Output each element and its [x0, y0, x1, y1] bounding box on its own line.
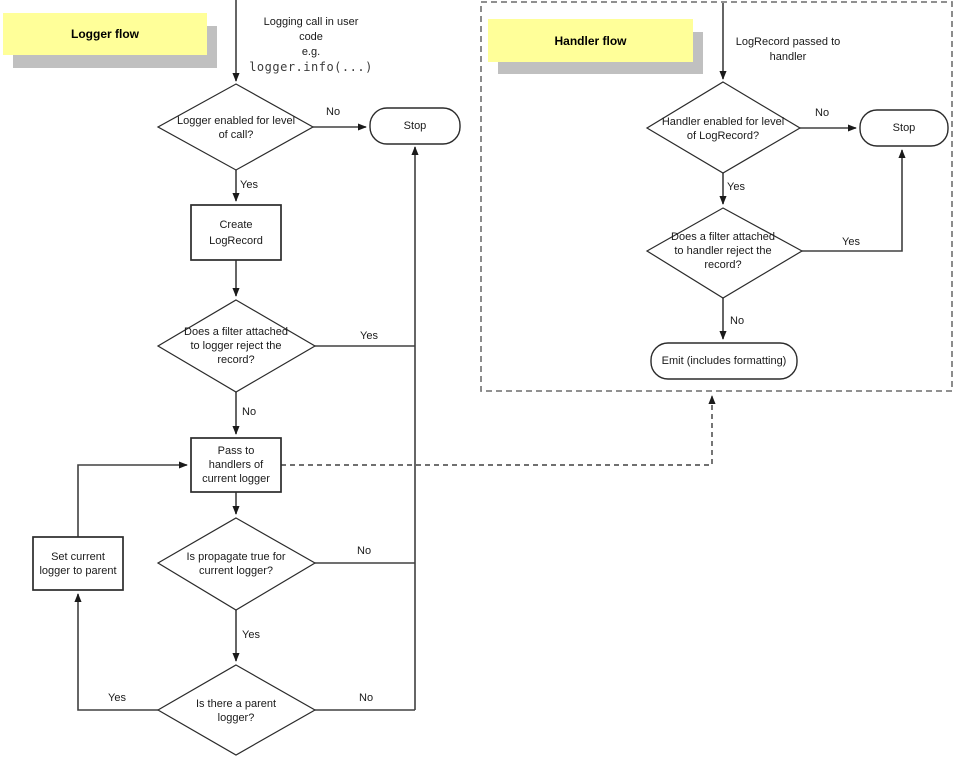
handler-enabled-question: Handler enabled for level of LogRecord? — [661, 116, 785, 142]
handler-stop-label: Stop — [892, 122, 916, 134]
parent-logger-question: Is there a parent logger? — [195, 698, 277, 724]
logger-filter-no-label: No — [242, 406, 257, 418]
handler-stop-terminal — [859, 109, 949, 147]
create-logrecord-box — [190, 204, 282, 261]
emit-terminal — [650, 342, 798, 380]
handler-filter-yes-arrow — [802, 149, 906, 252]
propagate-no-label: No — [357, 545, 372, 557]
handler-flow-box — [480, 1, 953, 392]
logger-stop-label: Stop — [403, 120, 427, 132]
logger-entry-code: logger.info(...) — [249, 60, 373, 74]
parent-logger-diamond — [156, 664, 317, 756]
handler-entry-text: LogRecord passed to handler — [723, 35, 853, 65]
logger-flow-title: Logger flow — [3, 13, 207, 55]
parent-no-label: No — [359, 692, 374, 704]
handler-flow-title-label: Handler flow — [554, 33, 627, 48]
pass-handlers-label: Pass to handlers of current logger — [202, 445, 270, 485]
create-logrecord-label: Create LogRecord — [209, 218, 263, 247]
handler-enabled-diamond — [645, 81, 802, 174]
set-parent-label: Set current logger to parent — [39, 550, 117, 577]
logger-filter-yes-label: Yes — [360, 330, 378, 342]
logger-filter-diamond — [156, 299, 317, 393]
parent-yes-label: Yes — [108, 692, 126, 704]
handler-flow-title: Handler flow — [488, 19, 693, 62]
logger-flow-title-label: Logger flow — [71, 27, 139, 41]
propagate-yes-label: Yes — [242, 629, 260, 641]
set-parent-to-pass-arrow — [77, 461, 188, 537]
logger-entry-line3: e.g. — [301, 46, 321, 58]
logger-enabled-no-label: No — [326, 106, 341, 118]
logger-enabled-yes-label: Yes — [240, 179, 258, 191]
emit-label: Emit (includes formatting) — [661, 355, 787, 367]
logger-filter-question: Does a filter attached to logger reject … — [184, 326, 288, 366]
logger-enabled-diamond — [156, 83, 315, 171]
handler-entry-line2: handler — [769, 51, 807, 63]
propagate-question: Is propagate true for current logger? — [186, 551, 286, 577]
set-parent-box — [32, 536, 124, 591]
logger-entry-line2: code — [299, 31, 323, 43]
handler-enabled-yes-label: Yes — [727, 181, 745, 193]
parent-yes-arrow — [74, 593, 158, 711]
handler-filter-diamond — [645, 207, 804, 299]
handler-filter-question: Does a filter attached to handler reject… — [671, 231, 775, 271]
handler-filter-no-label: No — [730, 315, 745, 327]
logger-entry-line1: Logging call in user — [263, 16, 359, 28]
handler-enabled-no-label: No — [815, 107, 830, 119]
logger-enabled-question: Logger enabled for level of call? — [176, 115, 296, 141]
handler-filter-yes-label: Yes — [842, 236, 860, 248]
logger-entry-text: Logging call in user code e.g. logger.in… — [231, 15, 391, 75]
pass-handlers-box — [190, 437, 282, 493]
pass-to-handler-dashed-arrow — [281, 395, 716, 466]
propagate-diamond — [156, 517, 317, 611]
handler-entry-line1: LogRecord passed to — [735, 36, 841, 48]
logger-stop-terminal — [369, 107, 461, 145]
